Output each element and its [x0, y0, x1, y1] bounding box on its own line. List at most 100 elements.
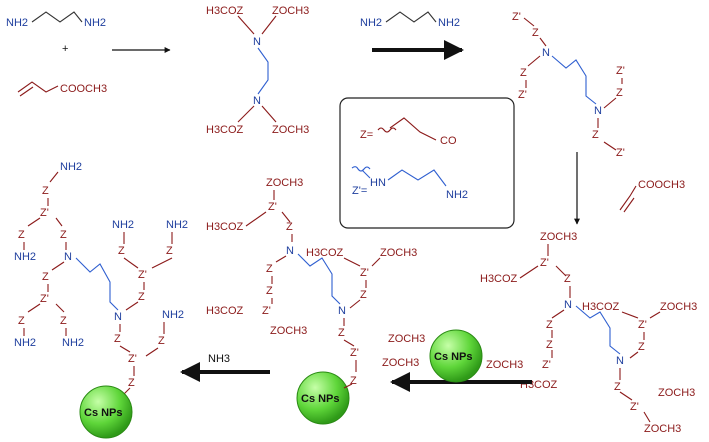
plus-sign: + [62, 43, 68, 55]
z-prime-label: Z' [542, 359, 551, 371]
z-label: Z [158, 335, 165, 347]
z-prime-label: Z' [138, 269, 147, 281]
ester-intermediate-g0: H3COZ ZOCH3 N N H3COZ ZOCH3 [206, 5, 309, 136]
nitrogen-label: N [253, 36, 261, 48]
z-prime-label: Z' [512, 11, 521, 23]
z-prime-label: Z' [128, 353, 137, 365]
z-prime-label: Z' [616, 147, 625, 159]
reagent-methyl-acrylate: COOCH3 [619, 179, 685, 213]
cs-nanoparticle: Cs NPs [79, 385, 133, 439]
z-definition-label: Z= [360, 129, 373, 141]
zoch3-label: ZOCH3 [660, 301, 697, 313]
nh2-label: NH2 [14, 251, 36, 263]
zoch3-label: ZOCH3 [486, 359, 523, 371]
zoch3-label: ZOCH3 [272, 124, 309, 136]
z-label: Z [520, 67, 527, 79]
z-prime-label: Z' [268, 201, 277, 213]
h3coz-label: H3COZ [582, 301, 620, 313]
co-label: CO [440, 135, 457, 147]
h3coz-label: H3COZ [206, 124, 244, 136]
reagent-ethylenediamine: NH2 NH2 [360, 11, 460, 29]
cs-nps-label: Cs NPs [434, 351, 473, 363]
h3coz-label: H3COZ [480, 273, 518, 285]
nh2-label: NH2 [162, 309, 184, 321]
z-label: Z [564, 273, 571, 285]
z-prime-label: Z' [540, 257, 549, 269]
cs-nanoparticle: Cs NPs [429, 329, 483, 383]
z-label: Z [166, 245, 173, 257]
ester-dendrimer-on-np: ZOCH3 Z' H3COZ Z N Z Z Z' H3COZ ZOCH3 H3… [206, 177, 425, 387]
z-prime-label: Z' [616, 65, 625, 77]
nitrogen-label: N [286, 245, 294, 257]
z-label: Z [338, 327, 345, 339]
z-prime-label: Z' [638, 319, 647, 331]
h3coz-label: H3COZ [306, 247, 344, 259]
nitrogen-label: N [253, 95, 261, 107]
nitrogen-label: N [542, 47, 550, 59]
z-label: Z [266, 285, 273, 297]
z-prime-label: Z' [630, 401, 639, 413]
reactant-methyl-acrylate: COOCH3 [17, 81, 107, 97]
z-prime-label: Z' [350, 347, 359, 359]
z-label: Z [118, 245, 125, 257]
z-label: Z [532, 27, 539, 39]
nitrogen-label: N [114, 311, 122, 323]
zoch3-label: ZOCH3 [272, 5, 309, 17]
z-label: Z [614, 381, 621, 393]
zoch3-label: ZOCH3 [266, 177, 303, 189]
z-label: Z [60, 315, 67, 327]
cs-nanoparticle: Cs NPs [296, 371, 353, 425]
cs-nps-label: Cs NPs [84, 407, 123, 419]
zoch3-label: ZOCH3 [382, 357, 419, 369]
z-prime-label: Z' [40, 293, 49, 305]
nitrogen-label: N [616, 355, 624, 367]
z-label: Z [60, 229, 67, 241]
z-prime-definition-label: Z'= [352, 185, 367, 197]
z-prime-label: Z' [40, 207, 49, 219]
ester-dendrimer-g1: ZOCH3 Z' H3COZ Z N Z Z Z' ZOCH3 H3COZ H3… [480, 231, 697, 435]
z-label: Z [546, 319, 553, 331]
nh2-label: NH2 [6, 17, 28, 29]
cs-nps-label: Cs NPs [301, 393, 340, 405]
nh2-label: NH2 [360, 17, 382, 29]
nh2-label: NH2 [112, 219, 134, 231]
z-prime-label: Z' [262, 305, 271, 317]
nh2-label: NH2 [62, 337, 84, 349]
z-label: Z [138, 291, 145, 303]
nitrogen-label: N [564, 299, 572, 311]
amine-dendrimer-on-np: NH2 Z Z' Z NH2 Z N Z Z' Z NH2 Z NH2 NH2 … [14, 161, 188, 397]
z-label: Z [114, 333, 121, 345]
nh2-label: NH2 [438, 17, 460, 29]
h3coz-label: H3COZ [206, 221, 244, 233]
reactant-ethylenediamine: NH2 NH2 [6, 11, 106, 29]
nh3-label: NH3 [208, 353, 230, 365]
zoch3-label: ZOCH3 [658, 387, 695, 399]
zoch3-label: ZOCH3 [270, 325, 307, 337]
z-label: Z [638, 341, 645, 353]
h3coz-label: H3COZ [206, 305, 244, 317]
z-label: Z [592, 129, 599, 141]
zoch3-label: ZOCH3 [540, 231, 577, 243]
nh2-label: NH2 [166, 219, 188, 231]
amine-dendrimer-g0: Z' Z N Z Z' N Z Z' Z Z' [512, 11, 625, 159]
z-label: Z [18, 315, 25, 327]
z-label: Z [128, 377, 135, 389]
z-label: Z [350, 375, 357, 387]
zoch3-label: ZOCH3 [380, 247, 417, 259]
z-label: Z [546, 339, 553, 351]
legend-box: Z= CO Z'= HN NH2 [339, 97, 515, 229]
nh2-label: NH2 [446, 189, 468, 201]
zoch3-label: ZOCH3 [388, 333, 425, 345]
nitrogen-label: N [338, 305, 346, 317]
cooch3-label: COOCH3 [60, 83, 107, 95]
nitrogen-label: N [594, 105, 602, 117]
nitrogen-label: N [64, 251, 72, 263]
cooch3-label: COOCH3 [638, 179, 685, 191]
hn-label: HN [370, 177, 386, 189]
z-label: Z [266, 263, 273, 275]
z-prime-label: Z' [518, 89, 527, 101]
z-prime-label: Z' [360, 267, 369, 279]
z-label: Z [18, 229, 25, 241]
h3coz-label: H3COZ [206, 5, 244, 17]
